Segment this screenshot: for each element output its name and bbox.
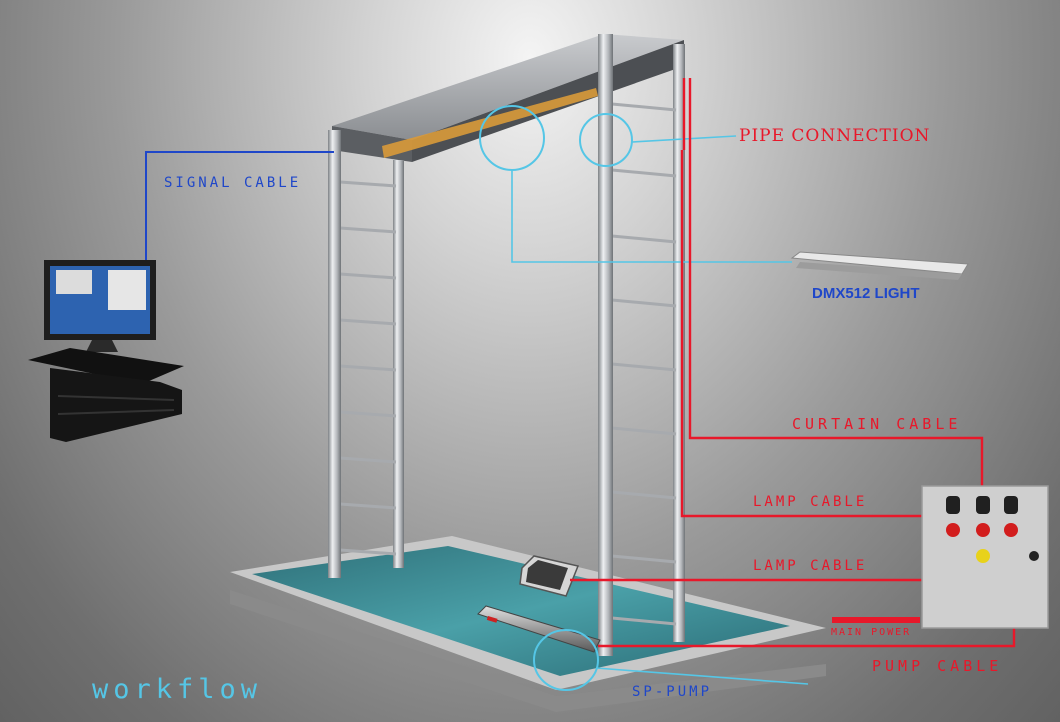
- lamp-cable-upper-label: LAMP CABLE: [753, 494, 868, 510]
- right-ladder: [598, 34, 685, 656]
- pump-highlight-circle: [533, 629, 599, 691]
- pool-front-side: [230, 590, 826, 712]
- computer-case: [50, 368, 182, 442]
- main-power-bar: [832, 617, 920, 623]
- curtain-cable-line: [688, 78, 984, 508]
- dmx-leader-line: [511, 170, 792, 263]
- left-pole-front: [328, 130, 341, 578]
- submersible-pump-icon: [477, 605, 601, 691]
- workflow-label: workflow: [92, 674, 263, 705]
- pipe-connection-label: PIPE CONNECTION: [739, 126, 931, 146]
- computer-monitor-icon: [28, 260, 184, 442]
- lamp-cable-lower-label: LAMP CABLE: [753, 558, 868, 574]
- left-ladder-rungs: [339, 180, 397, 556]
- flood-lamp-icon: [519, 555, 580, 597]
- left-pole-rear: [393, 160, 404, 568]
- dmx512-light-label: DMX512 LIGHT: [812, 285, 920, 302]
- control-box-icon: [921, 485, 1049, 629]
- right-ladder-rungs: [611, 102, 677, 626]
- pool: [230, 536, 826, 712]
- pump-cable-label: PUMP CABLE: [872, 657, 1003, 675]
- pump-leader-line: [595, 667, 809, 685]
- main-power-label: MAIN POWER: [831, 627, 912, 638]
- signal-cable-label: SIGNAL CABLE: [164, 175, 302, 191]
- signal-cable-line: [145, 151, 334, 262]
- sp-pump-label: SP-PUMP: [632, 684, 713, 700]
- left-ladder: [328, 130, 404, 578]
- pool-water: [252, 546, 790, 676]
- curtain-cable-label: CURTAIN CABLE: [792, 415, 962, 433]
- right-pole-front: [598, 34, 613, 656]
- lamp-cable-upper-line: [680, 150, 946, 518]
- beam-led-strip: [382, 88, 598, 158]
- led-bar-icon: [790, 251, 969, 280]
- beam-top-face: [332, 34, 684, 140]
- pipe-connection-highlight-circle: [579, 113, 633, 167]
